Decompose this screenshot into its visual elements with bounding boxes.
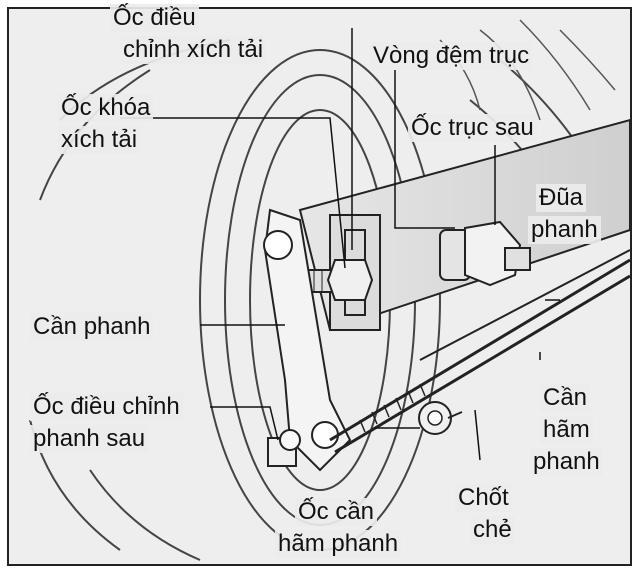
label-oc-khoa-xich-tai-line1: Ốc khóa xyxy=(58,94,154,122)
brake-lever xyxy=(263,208,352,472)
rear-axle-nut xyxy=(439,220,531,287)
label-oc-dieu-chinh-phanh-sau-line1: Ốc điều chỉnh xyxy=(30,393,183,421)
brake-rod xyxy=(329,249,631,454)
rod-thread xyxy=(359,383,426,433)
label-chot-che-line1: Chốt xyxy=(455,484,512,512)
label-oc-truc-sau: Ốc trục sau xyxy=(408,114,537,142)
label-oc-can-ham-phanh-line1: Ốc cần xyxy=(295,498,378,526)
label-vong-dem-truc: Vòng đệm trục xyxy=(370,42,533,70)
label-dua-phanh-line2: phanh xyxy=(528,216,601,244)
label-can-ham-phanh-line1: Cần xyxy=(540,384,591,412)
label-can-ham-phanh-line2: hãm xyxy=(540,416,593,444)
label-oc-dieu-chinh-xich-tai-line1: Ốc điều xyxy=(110,4,199,32)
label-oc-dieu-chinh-phanh-sau-line2: phanh sau xyxy=(30,425,149,453)
rear-brake-adjust-nut xyxy=(267,429,301,467)
label-can-ham-phanh-line3: phanh xyxy=(530,448,603,476)
label-oc-can-ham-phanh-line2: hãm phanh xyxy=(275,530,402,558)
label-chot-che-line2: chẻ xyxy=(470,516,515,544)
label-can-phanh: Cần phanh xyxy=(30,313,154,341)
label-dua-phanh-line1: Đũa xyxy=(536,184,587,212)
label-oc-dieu-chinh-xich-tai-line2: chỉnh xích tải xyxy=(120,36,267,64)
leader-lines xyxy=(120,28,560,461)
torque-link-nut xyxy=(418,401,463,435)
label-oc-khoa-xich-tai-line2: xích tải xyxy=(58,126,141,154)
